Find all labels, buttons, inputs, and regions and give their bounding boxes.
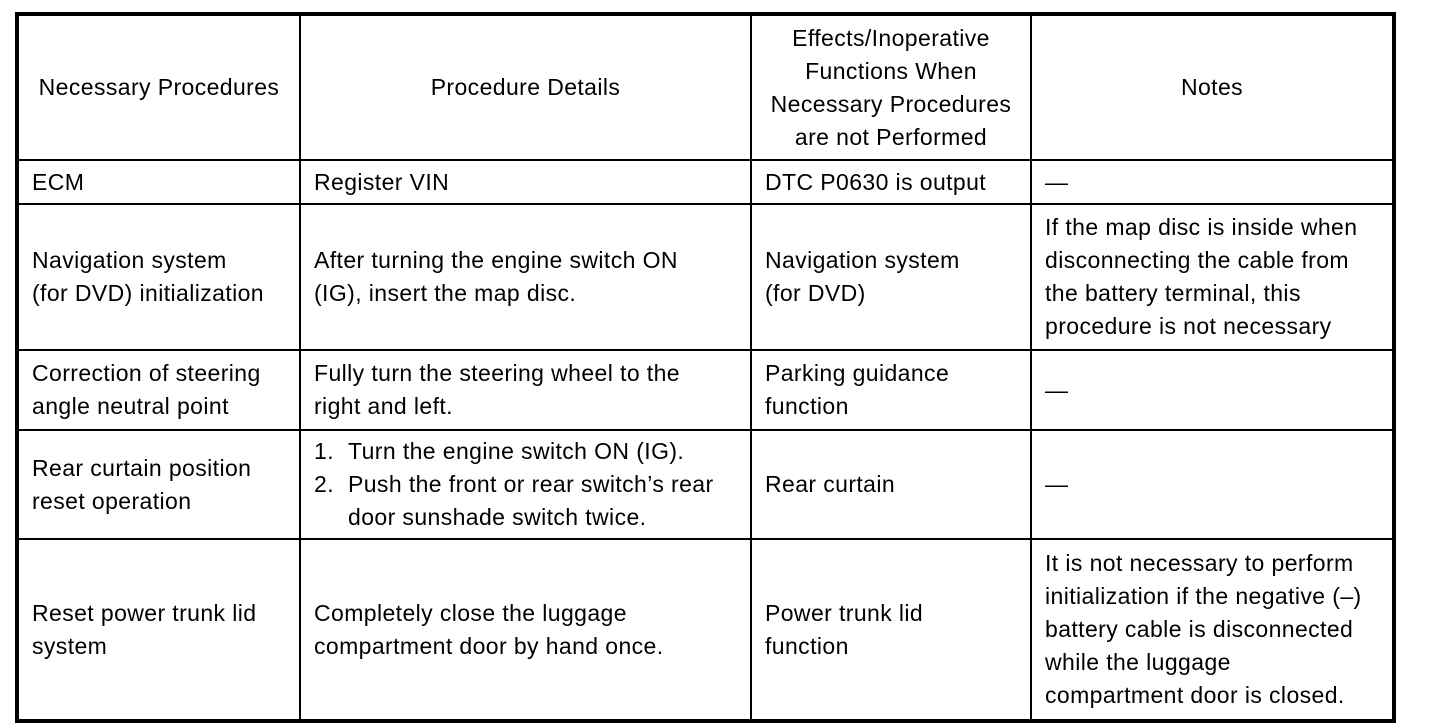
- cell-procedure: Correction of steering angle neutral poi…: [16, 349, 301, 431]
- step-number: 1.: [314, 438, 334, 464]
- cell-notes: If the map disc is inside when disconnec…: [1030, 203, 1395, 351]
- table-row-steering-angle-correction: Correction of steering angle neutral poi…: [16, 349, 1395, 431]
- step-text: Push the front or rear switch’s rear doo…: [348, 471, 714, 530]
- step-item: 2. Push the front or rear switch’s rear …: [314, 468, 740, 534]
- col-header-procedure-details: Procedure Details: [299, 13, 752, 161]
- header-row: Necessary Procedures Procedure Details E…: [16, 13, 1395, 161]
- cell-details: Register VIN: [299, 159, 752, 205]
- cell-notes-dash: —: [1030, 429, 1395, 540]
- necessary-procedures-table: Necessary Procedures Procedure Details E…: [15, 12, 1396, 723]
- cell-effects: Parking guidance function: [750, 349, 1032, 431]
- col-header-notes: Notes: [1030, 13, 1395, 161]
- cell-notes-dash: —: [1030, 349, 1395, 431]
- cell-notes-dash: —: [1030, 159, 1395, 205]
- numbered-step-list: 1. Turn the engine switch ON (IG). 2. Pu…: [314, 435, 740, 534]
- cell-details: Fully turn the steering wheel to the rig…: [299, 349, 752, 431]
- col-header-effects-inoperative: Effects/Inoperative Functions When Neces…: [750, 13, 1032, 161]
- col-header-necessary-procedures: Necessary Procedures: [16, 13, 301, 161]
- table-row-reset-power-trunk-lid: Reset power trunk lid system Completely …: [16, 538, 1395, 722]
- table-row-navigation-initialization: Navigation system (for DVD) initializati…: [16, 203, 1395, 351]
- cell-details: After turning the engine switch ON (IG),…: [299, 203, 752, 351]
- procedures-table-container: Necessary Procedures Procedure Details E…: [15, 12, 1396, 723]
- cell-procedure: Navigation system (for DVD) initializati…: [16, 203, 301, 351]
- cell-notes: It is not necessary to perform initializ…: [1030, 538, 1395, 722]
- step-item: 1. Turn the engine switch ON (IG).: [314, 435, 740, 468]
- cell-details: Completely close the luggage compartment…: [299, 538, 752, 722]
- cell-effects: DTC P0630 is output: [750, 159, 1032, 205]
- step-text: Turn the engine switch ON (IG).: [348, 438, 685, 464]
- cell-effects: Rear curtain: [750, 429, 1032, 540]
- table-row-ecm: ECM Register VIN DTC P0630 is output —: [16, 159, 1395, 205]
- cell-effects: Navigation system (for DVD): [750, 203, 1032, 351]
- table-row-rear-curtain-reset: Rear curtain position reset operation 1.…: [16, 429, 1395, 540]
- cell-procedure: ECM: [16, 159, 301, 205]
- cell-effects: Power trunk lid function: [750, 538, 1032, 722]
- cell-procedure: Rear curtain position reset operation: [16, 429, 301, 540]
- cell-details-steps: 1. Turn the engine switch ON (IG). 2. Pu…: [299, 429, 752, 540]
- cell-procedure: Reset power trunk lid system: [16, 538, 301, 722]
- step-number: 2.: [314, 471, 334, 497]
